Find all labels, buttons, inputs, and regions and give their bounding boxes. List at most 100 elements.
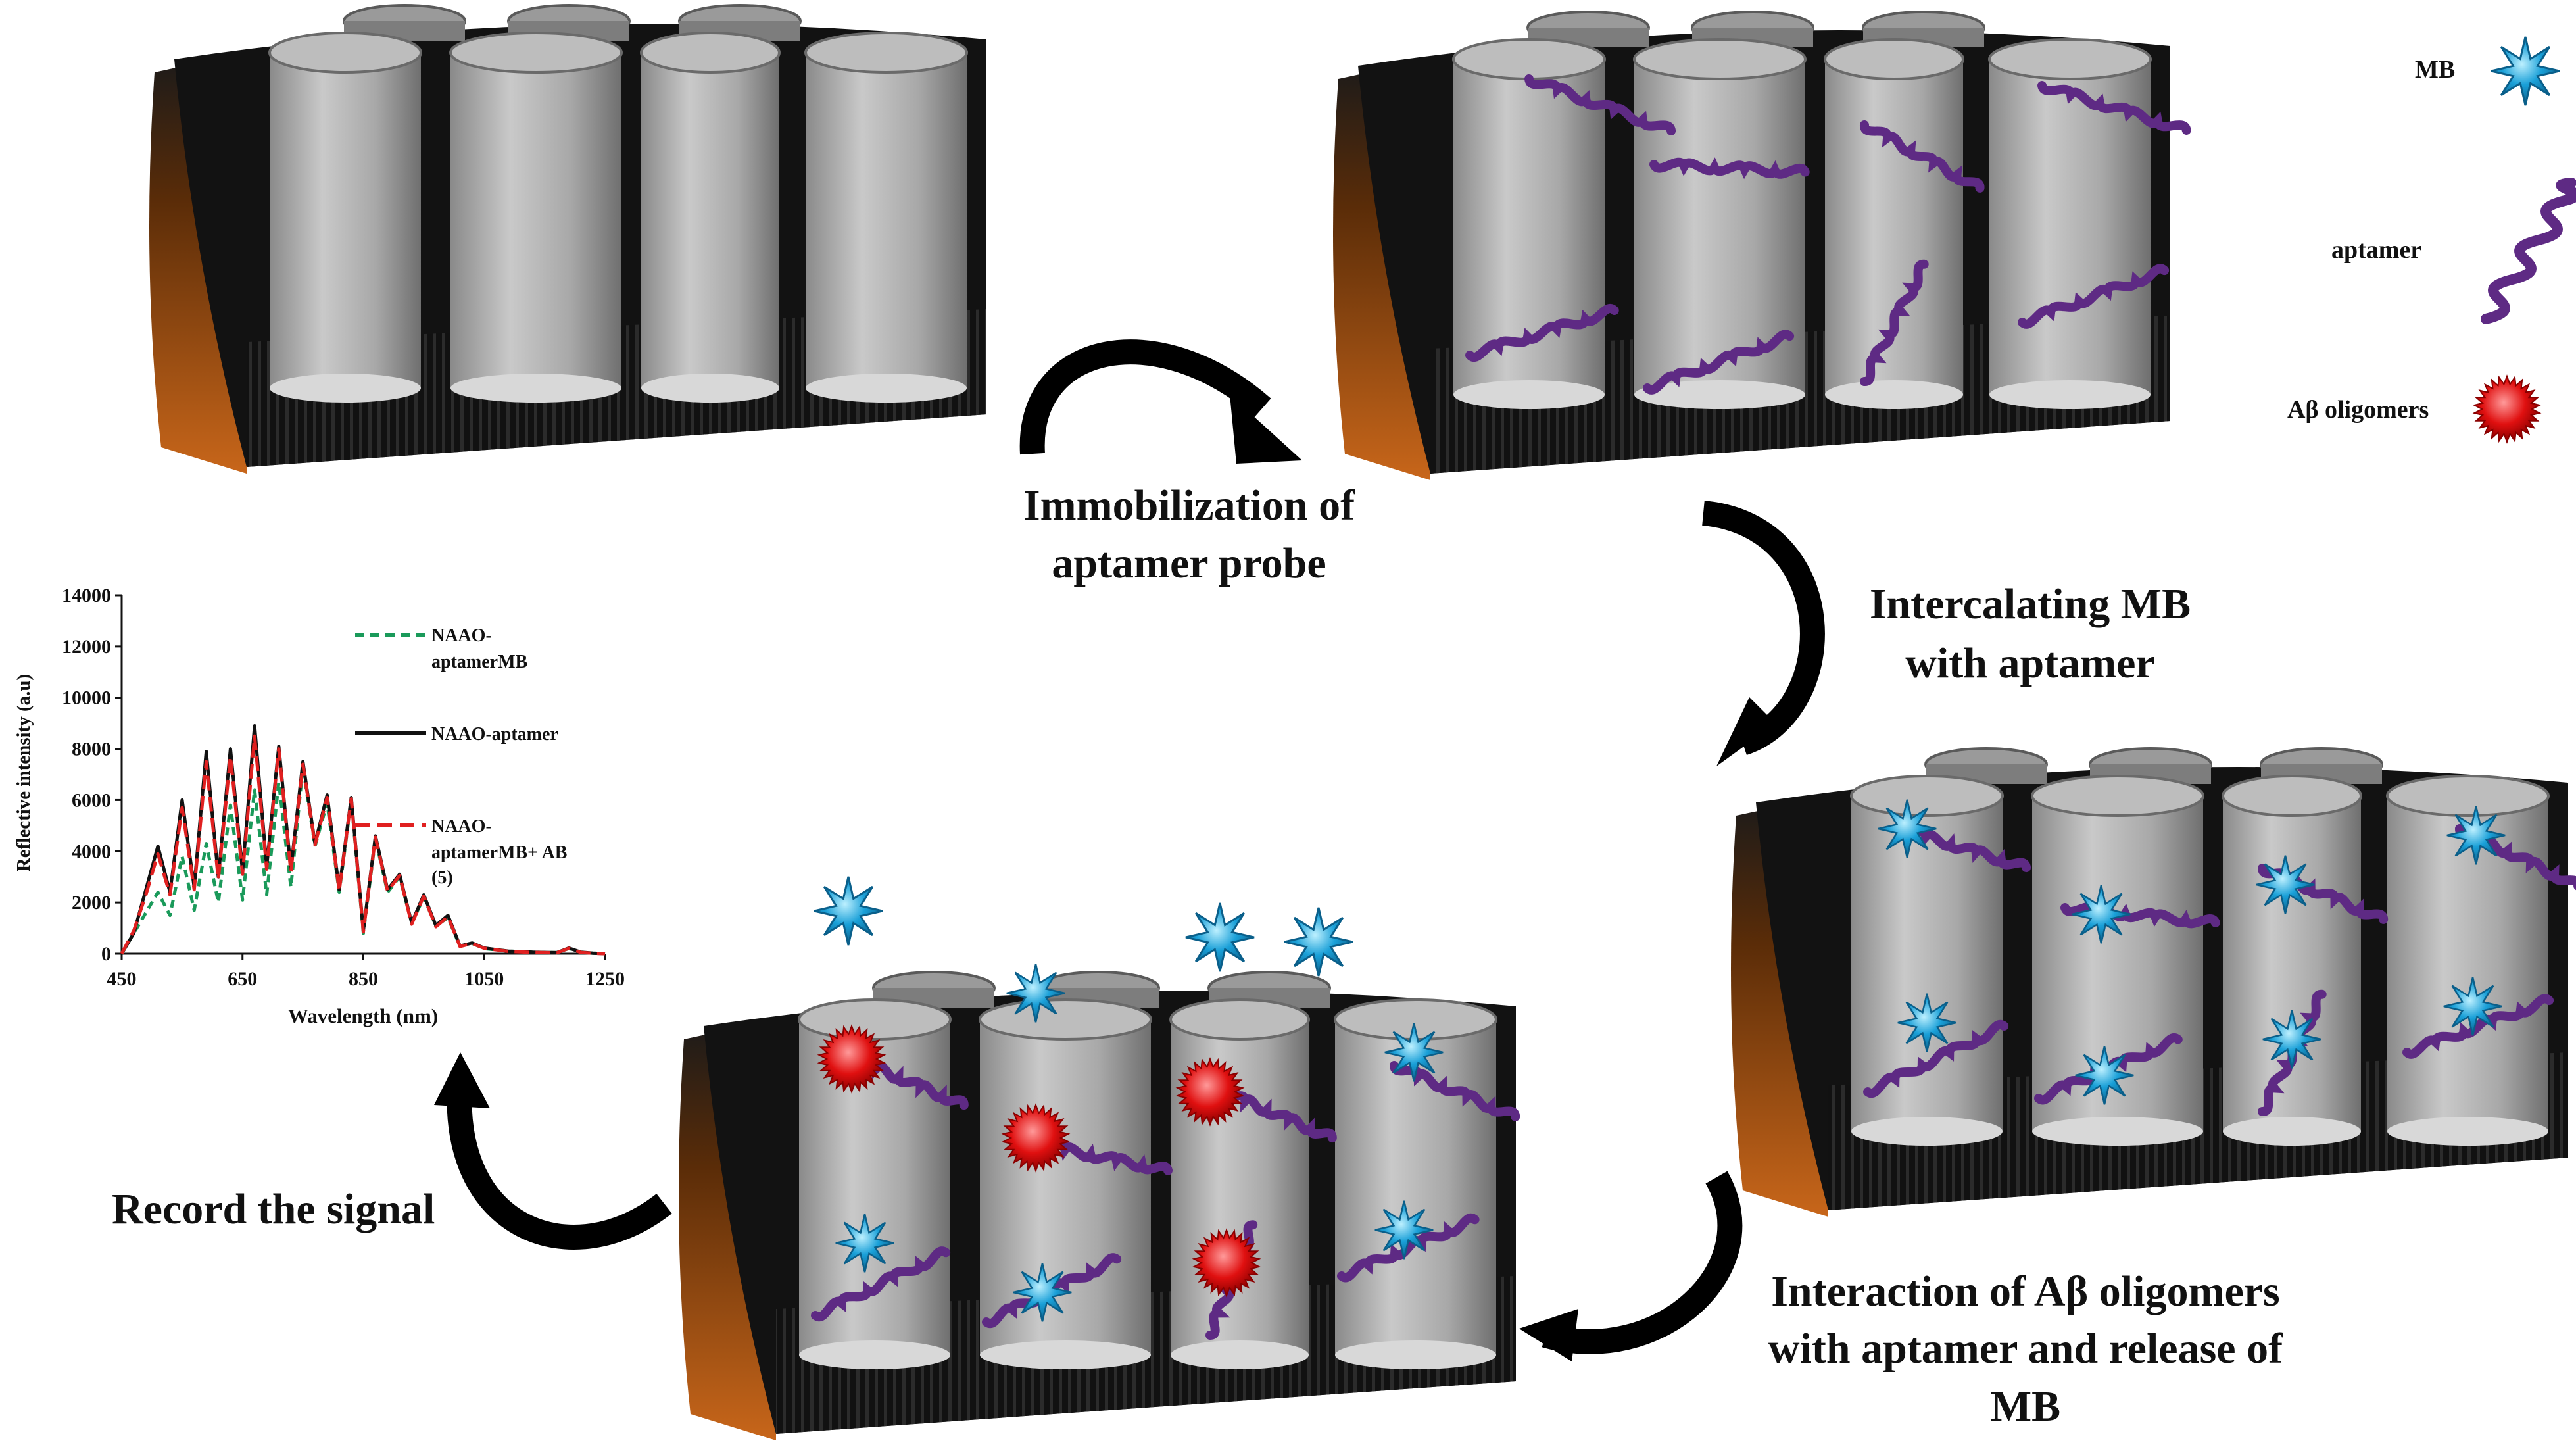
mb-icon [1006,964,1065,1023]
aptamer-icon [1649,157,1810,180]
y-tick-label: 0 [101,943,111,965]
legend-text-aptamer: NAAO-aptamer [431,724,558,745]
pore-bottom [1989,380,2151,409]
aptamer-icon [1337,1213,1480,1283]
pore-bottom [1171,1340,1309,1369]
pore-rim [1850,775,2004,817]
intercalating-label-line1: Intercalating MB [1870,580,2191,628]
pore [1825,59,1963,395]
pore-bottom [2032,1117,2203,1146]
pore [641,53,779,388]
pore [1453,59,1605,395]
y-tick-label: 12000 [62,636,111,658]
step-arrow-3 [1519,1171,1743,1361]
x-tick-label: 650 [228,968,257,990]
mb-icon [1384,1023,1444,1082]
abeta-icon [1175,1057,1245,1127]
pore-bottom [450,374,621,403]
pore-rim [1633,38,1807,80]
aptamer-icon [2402,994,2554,1059]
x-tick-label: 1050 [464,968,504,990]
y-tick-label: 4000 [72,841,111,862]
mb-icon [835,1214,894,1273]
pore-rim [798,998,952,1041]
pore [980,1019,1151,1355]
mb-icon [2443,977,2502,1036]
membrane-abeta-bound [679,964,1520,1440]
legend-abeta-label: Aβ oligomers [2287,396,2429,424]
pore-rim [1452,38,1606,80]
pore-rim [449,32,623,74]
y-axis-label: Reflective intensity (a.u) [13,674,34,871]
y-tick-label: 6000 [72,789,111,811]
pore-rim [804,32,968,74]
aptamer-icon [2018,264,2170,329]
pore-bottom [270,374,421,403]
pore [2032,796,2203,1131]
pore [450,53,621,388]
aptamer-icon [2037,81,2191,135]
membrane-aptamer [1333,11,2191,480]
pore [2223,796,2361,1131]
aptamer-icon [1390,1061,1520,1121]
y-tick-label: 14000 [62,585,111,606]
legend-text-aptamermb-ab-3: (5) [431,868,453,888]
pore-bottom [641,374,779,403]
pore-rim [979,998,1152,1041]
aptamer-coil-icon [2481,178,2576,324]
legend: MB aptamer Aβ oligomers [2287,36,2576,444]
aptamer-icon [811,1246,951,1322]
pore-bottom [1335,1340,1496,1369]
mb-icon [2072,885,2131,944]
pore [1989,59,2151,395]
legend-aptamer-label: aptamer [2331,236,2421,264]
mb-star-icon [2491,36,2560,106]
legend-text-aptamermb-ab-2: aptamerMB+ AB [431,843,568,863]
x-tick-label: 1250 [585,968,625,990]
pore-rim [1824,38,1964,80]
legend-text-aptamermb-2: aptamerMB [431,652,527,672]
pore [806,53,967,388]
mb-icon [2256,855,2315,914]
pore-rim [1988,38,2152,80]
mb-icon [1897,993,1956,1052]
immobilization-label-line2: aptamer probe [1052,539,1326,587]
released-mb-icon [1185,902,1255,972]
aptamer-icon [1863,1020,2009,1098]
mb-icon [2446,806,2506,865]
pore-rim [2386,775,2550,817]
aptamer-icon [1524,74,1676,135]
pore-bottom [799,1340,950,1369]
pore-bottom [1453,380,1605,409]
pore [270,53,421,388]
record-signal-label: Record the signal [112,1185,435,1233]
legend-text-aptamermb-ab-1: NAAO- [431,816,492,837]
pore-bottom [2387,1117,2548,1146]
aptamer-icon [1643,330,1795,395]
abeta-oligomer-icon [2472,374,2542,444]
membrane-aptamer-mb [1731,747,2576,1217]
y-tick-label: 2000 [72,892,111,914]
pore-bottom [806,374,967,403]
membrane-bare [149,4,986,474]
step-arrow-2 [1701,501,1825,766]
aptamer-icon [1219,1087,1337,1143]
pore-rim [2031,775,2204,817]
aptamer-icon [1860,259,1929,386]
mb-icon [2075,1046,2134,1105]
mb-icon [1878,799,1937,858]
step-arrow-4 [434,1052,672,1250]
released-mb-icon [1284,907,1353,977]
interaction-label-line3: MB [1991,1383,2060,1431]
aptamer-icon [1465,304,1619,362]
chart-legend: NAAO- aptamerMB NAAO-aptamer NAAO- aptam… [355,625,568,888]
pore-bottom [1634,380,1805,409]
pore [2387,796,2548,1131]
legend-text-aptamermb-1: NAAO- [431,625,492,646]
pore-rim [1169,998,1310,1041]
x-tick-label: 850 [349,968,378,990]
released-mb-group [814,876,1353,977]
legend-mb-label: MB [2415,56,2455,84]
